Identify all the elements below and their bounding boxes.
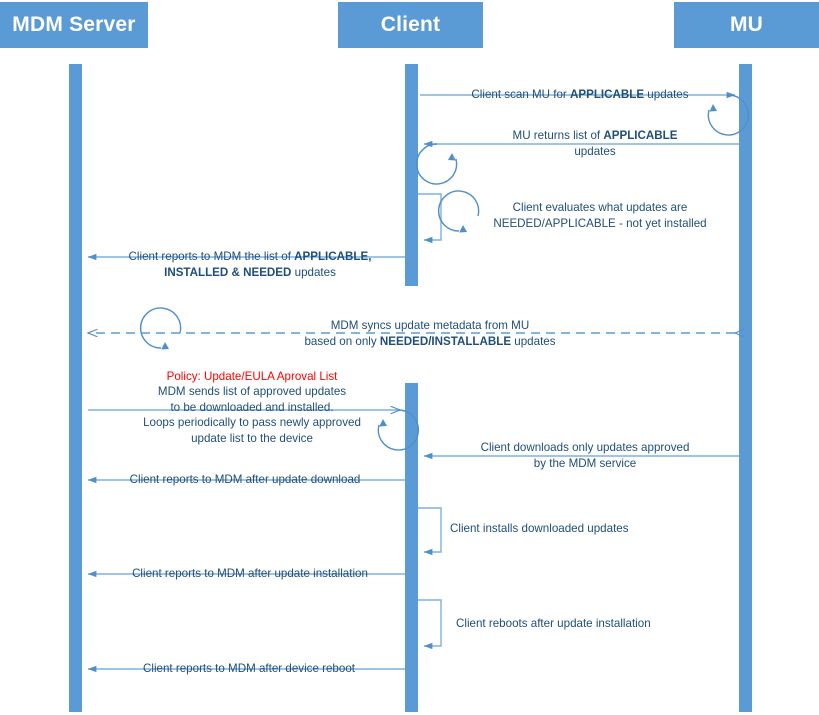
msg-m6-line1: MDM sends list of approved updates [157, 385, 347, 398]
msg-m3-line2: NEEDED/APPLICABLE - not yet installed [493, 216, 707, 230]
msg-m7-line1: Client downloads only updates approved [480, 441, 690, 454]
message-self-client-reboots [418, 599, 442, 650]
msg-m4-line2-bold: INSTALLED & NEEDED [164, 266, 291, 279]
msg-m1-bold: APPLICABLE [570, 88, 645, 101]
message-label-client-installs: Client installs downloaded updates [450, 522, 629, 535]
message-label-reports-after-installation: Client reports to MDM after update insta… [132, 567, 368, 580]
actor-header-mdm-server[interactable]: MDM Server [0, 2, 148, 48]
msg-m4-l2p: updates [291, 265, 336, 279]
msg-m1-pre: Client scan MU for [471, 88, 570, 101]
loop-icon-client-returns [415, 143, 458, 185]
message-label-reports-after-reboot: Client reports to MDM after device reboo… [143, 662, 355, 675]
msg-m3-line1: Client evaluates what updates are [512, 201, 688, 214]
message-label-client-evaluates: Client evaluates what updates are NEEDED… [480, 200, 720, 231]
msg-m6-line3: Loops periodically to pass newly approve… [143, 416, 361, 429]
lifeline-mdm-server [69, 64, 82, 712]
lifeline-mu [739, 64, 752, 712]
msg-m4-line2: INSTALLED & NEEDED updates [95, 265, 405, 281]
msg-m4-line1: Client reports to MDM the list of APPLIC… [95, 249, 405, 265]
message-label-mdm-sends-approved-list: MDM sends list of approved updates to be… [102, 384, 402, 446]
msg-m4-bold: APPLICABLE, [294, 250, 372, 263]
actor-header-mu[interactable]: MU [674, 2, 819, 48]
lifeline-client [405, 64, 418, 712]
message-label-client-reports-lists: Client reports to MDM the list of APPLIC… [95, 249, 405, 280]
msg-m5-pre: based on only [304, 334, 380, 348]
actor-header-label-mu: MU [729, 13, 764, 36]
actor-header-label-client: Client [380, 13, 441, 36]
actor-header-client[interactable]: Client [338, 2, 483, 48]
actor-header-label-mdm-server: MDM Server [12, 13, 136, 36]
msg-m5-bold: NEEDED/INSTALLABLE [379, 334, 512, 348]
message-label-client-reboots: Client reboots after update installation [456, 617, 651, 630]
msg-m4-pre: Client reports to MDM the list of [128, 250, 295, 263]
loop-icon-mdm-approved-loop [377, 409, 420, 451]
msg-m7-line2: by the MDM service [533, 456, 637, 470]
message-self-client-installs [418, 507, 442, 556]
message-self-client-evaluates [418, 193, 442, 244]
msg-m5-line1: MDM syncs update metadata from MU [330, 319, 530, 332]
msg-m6-line2: to be downloaded and installed. [170, 400, 334, 414]
message-label-client-scan-mu: Client scan MU for APPLICABLE updates [455, 87, 705, 103]
msg-m2-line1: MU returns list of APPLICABLE [470, 128, 720, 144]
msg-m6-line4: update list to the device [191, 431, 313, 445]
loop-icon-client-evaluates [437, 190, 480, 233]
message-label-mu-returns-list: MU returns list of APPLICABLE updates [470, 128, 720, 159]
msg-m5-line2: based on only NEEDED/INSTALLABLE updates [290, 334, 570, 350]
msg-m5-post: updates [511, 334, 556, 348]
message-label-client-downloads-updates: Client downloads only updates approved b… [460, 440, 710, 471]
msg-m2-bold: APPLICABLE [603, 129, 678, 142]
loop-icon-mdm-sync [139, 307, 182, 350]
policy-label-update-eula-approval: Policy: Update/EULA Aproval List [166, 370, 338, 383]
message-label-reports-after-download: Client reports to MDM after update downl… [129, 473, 361, 486]
message-label-mdm-syncs-metadata: MDM syncs update metadata from MU based … [290, 318, 570, 349]
msg-m2-pre: MU returns list of [512, 129, 604, 142]
msg-m2-line2: updates [574, 144, 616, 158]
loop-icon-mu-scan [707, 94, 750, 136]
msg-m4-l2b: INSTALLED & NEEDED [164, 265, 292, 279]
msg-m1-post: updates [644, 88, 689, 101]
